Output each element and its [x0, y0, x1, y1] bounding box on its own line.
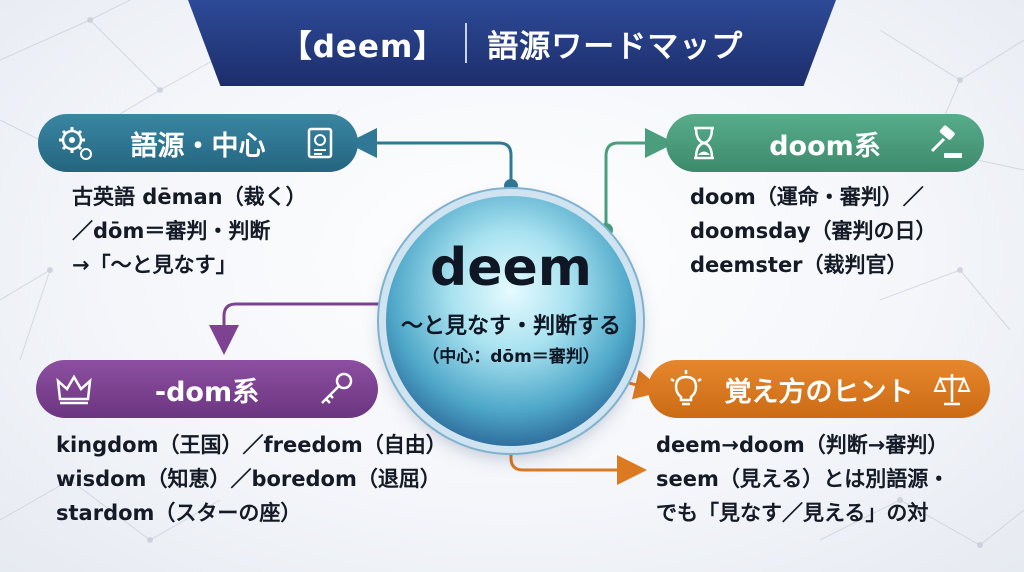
- dom-header: -dom系: [36, 360, 378, 418]
- key-icon: [321, 372, 353, 404]
- title-label: 語源ワードマップ: [487, 28, 744, 65]
- doom-text: doom（運命・審判）／ doomsday（審判の日） deemster（裁判官…: [690, 180, 937, 282]
- crown-icon: [56, 374, 92, 405]
- etymology-text: 古英語 dēman（裁く） ／dōm＝審判・判断 →「〜と見なす」: [72, 180, 307, 282]
- gears-icon: [59, 127, 92, 160]
- link-dom: [209, 302, 388, 355]
- title-keyword: 【deem】: [280, 28, 446, 65]
- link-doom: [604, 128, 675, 230]
- scales-icon: [933, 374, 971, 406]
- dom-line-2: wisdom（知恵）／boredom（退屈）: [56, 467, 441, 491]
- doom-line-2: doomsday（審判の日）: [690, 219, 937, 243]
- link-hint-bottom: [509, 428, 647, 485]
- link-etymology: [347, 128, 513, 186]
- lightbulb-icon: [670, 370, 702, 406]
- hint-text: deem→doom（判断→審判） seem（見える）とは別語源・ でも「見なす／…: [656, 428, 949, 530]
- hint-line-2: seem（見える）とは別語源・: [656, 467, 950, 491]
- hint-heading: 覚え方のヒント: [724, 376, 914, 408]
- dom-heading: -dom系: [154, 376, 260, 408]
- etymology-line-2: ／dōm＝審判・判断: [72, 219, 271, 243]
- dom-text: kingdom（王国）／freedom（自由） wisdom（知恵）／bored…: [56, 428, 447, 530]
- etymology-line-3: →「〜と見なす」: [72, 253, 237, 277]
- etymology-header: 語源・中心: [38, 114, 358, 172]
- hint-line-3: でも「見なす／見える」の対: [656, 501, 929, 525]
- gavel-icon: [930, 125, 962, 158]
- doom-line-1: doom（運命・審判）／: [690, 185, 924, 209]
- doom-line-3: deemster（裁判官）: [690, 253, 908, 277]
- center-meaning: 〜と見なす・判断する: [400, 314, 621, 339]
- title-divider: [465, 23, 468, 63]
- dom-line-1: kingdom（王国）／freedom（自由）: [56, 433, 447, 457]
- hint-line-1: deem→doom（判断→審判）: [656, 433, 949, 457]
- hourglass-icon: [694, 126, 714, 160]
- scroll-icon: [307, 127, 333, 159]
- doom-header: doom系: [666, 114, 984, 172]
- dom-line-3: stardom（スターの座）: [56, 501, 302, 525]
- title-banner: 【deem】 語源ワードマップ: [188, 0, 836, 86]
- etymology-line-1: 古英語 dēman（裁く）: [72, 185, 307, 209]
- doom-heading: doom系: [769, 130, 881, 162]
- hint-header: 覚え方のヒント: [648, 360, 990, 418]
- center-word: deem: [430, 238, 592, 298]
- center-note: （中心：dōm＝審判）: [422, 347, 600, 367]
- center-circle: [386, 196, 636, 446]
- etymology-heading: 語源・中心: [130, 130, 266, 162]
